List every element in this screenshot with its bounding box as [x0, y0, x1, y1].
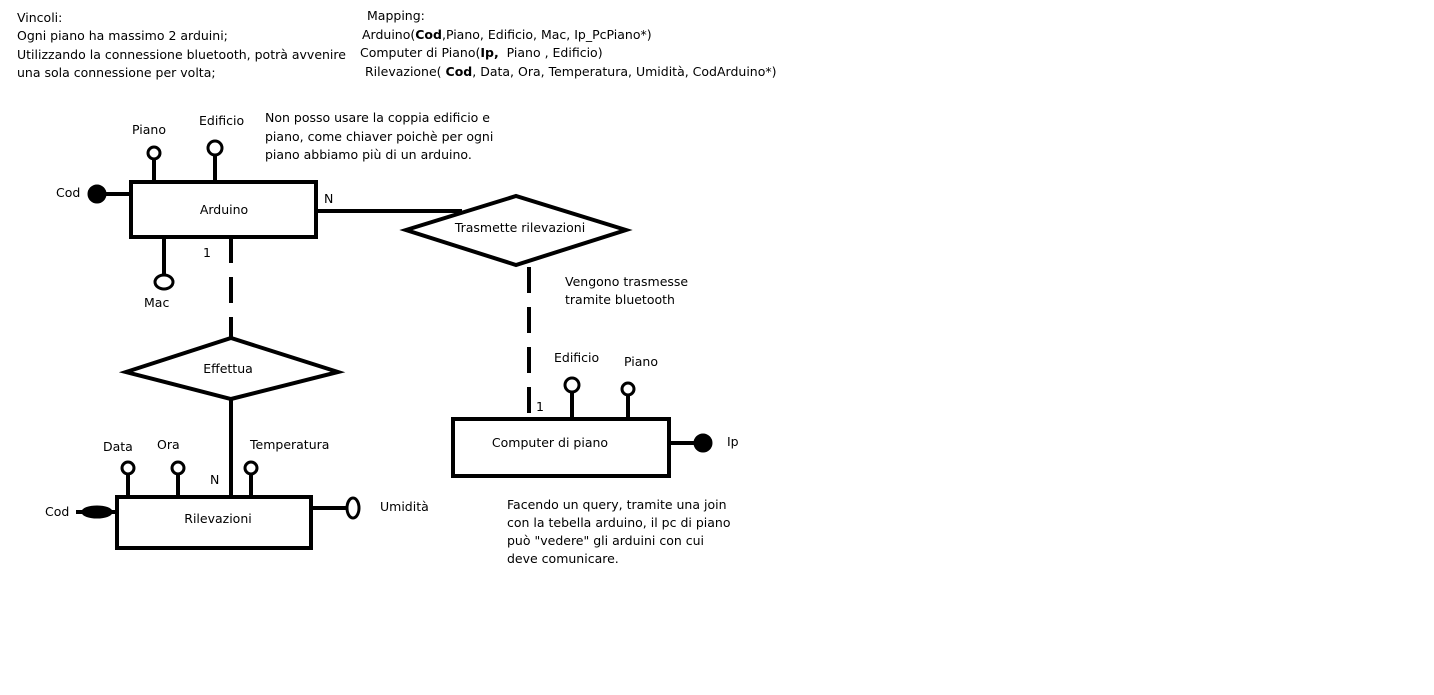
attr-computer-edificio-circle: [563, 376, 581, 394]
attr-arduino-edificio-circle: [206, 139, 224, 157]
attr-arduino-cod-key-circle: [87, 184, 107, 204]
mapping-arduino-name: Arduino(: [362, 27, 416, 42]
attr-arduino-piano-label: Piano: [132, 122, 166, 137]
mapping-rilevazione: Rilevazione( Cod, Data, Ora, Temperatura…: [365, 63, 776, 81]
note-key-line: Non posso usare la coppia edificio e: [265, 110, 490, 125]
attr-rilevazioni-cod-key-circle: [81, 505, 113, 519]
entity-rilevazioni-label: Rilevazioni: [184, 511, 252, 526]
mapping-computer-key: Ip,: [480, 45, 499, 60]
attr-computer-ip-key-circle: [693, 433, 713, 453]
relationship-trasmette-label: Trasmette rilevazioni: [454, 220, 586, 235]
note-query-line: con la tebella arduino, il pc di piano: [507, 515, 731, 530]
attr-arduino-piano-circle: [146, 145, 162, 161]
attr-rilevazioni-data-label: Data: [103, 439, 133, 454]
attr-computer-ip-label: Ip: [727, 434, 739, 449]
mapping-arduino: Arduino(Cod,Piano, Edificio, Mac, Ip_PcP…: [362, 26, 652, 44]
attr-rilevazioni-cod-label: Cod: [45, 504, 70, 519]
entity-arduino-label: Arduino: [199, 202, 249, 217]
cardinality-arduino-trasmette: N: [324, 191, 334, 206]
note-key-line: piano abbiamo più di un arduino.: [265, 147, 472, 162]
attr-arduino-mac-circle: [153, 273, 175, 291]
attr-arduino-edificio-label: Edificio: [199, 113, 245, 128]
vincoli-title: Vincoli:: [17, 10, 63, 25]
entity-computer-label: Computer di piano: [491, 435, 609, 450]
mapping-rilevazione-rest: , Data, Ora, Temperatura, Umidità, CodAr…: [472, 64, 777, 79]
attr-arduino-mac-label: Mac: [144, 295, 170, 310]
note-bluetooth-line: Vengono trasmesse: [565, 274, 689, 289]
relationship-effettua-diamond: [118, 335, 346, 402]
note-query-line: Facendo un query, tramite una join: [507, 497, 727, 512]
entity-rilevazioni-box: [115, 495, 313, 550]
attr-rilevazioni-ora-circle: [170, 460, 186, 476]
attr-rilevazioni-temperatura-label: Temperatura: [250, 437, 330, 452]
mapping-arduino-key: Cod: [415, 27, 442, 42]
relationship-effettua-label: Effettua: [203, 361, 253, 376]
note-key-line: piano, come chiaver poichè per ogni: [265, 129, 494, 144]
mapping-computer: Computer di Piano(Ip, Piano , Edificio): [360, 44, 603, 62]
mapping-rilevazione-key: Cod: [445, 64, 473, 79]
mapping-arduino-rest: ,Piano, Edificio, Mac, Ip_PcPiano*): [441, 27, 652, 42]
vincoli-line: una sola connessione per volta;: [17, 65, 216, 80]
attr-computer-piano-label: Piano: [624, 354, 658, 369]
note-query-line: deve comunicare.: [507, 551, 619, 566]
vincoli-line: Ogni piano ha massimo 2 arduini;: [17, 28, 228, 43]
attr-computer-piano-circle: [620, 381, 636, 397]
mapping-rilevazione-name: Rilevazione(: [365, 64, 442, 79]
attr-rilevazioni-umidita-label: Umidità: [380, 499, 429, 514]
mapping-title: Mapping:: [367, 8, 425, 23]
attr-arduino-cod-label: Cod: [56, 185, 81, 200]
attr-computer-edificio-label: Edificio: [554, 350, 600, 365]
cardinality-arduino-effettua: 1: [203, 245, 211, 260]
mapping-computer-rest: Piano , Edificio): [498, 45, 603, 60]
cardinality-computer-trasmette: 1: [536, 399, 544, 414]
attr-rilevazioni-ora-label: Ora: [157, 437, 180, 452]
note-query-line: può "vedere" gli arduini con cui: [507, 533, 705, 548]
vincoli-line: Utilizzando la connessione bluetooth, po…: [17, 47, 346, 62]
attr-rilevazioni-temperatura-circle: [243, 460, 259, 476]
entity-computer-box: [451, 417, 671, 478]
attr-rilevazioni-data-circle: [120, 460, 136, 476]
cardinality-rilevazioni-effettua: N: [210, 472, 220, 487]
mapping-computer-name: Computer di Piano(: [360, 45, 481, 60]
attr-rilevazioni-umidita-circle: [345, 496, 361, 520]
note-bluetooth-line: tramite bluetooth: [565, 292, 675, 307]
relationship-trasmette-diamond: [399, 193, 633, 268]
